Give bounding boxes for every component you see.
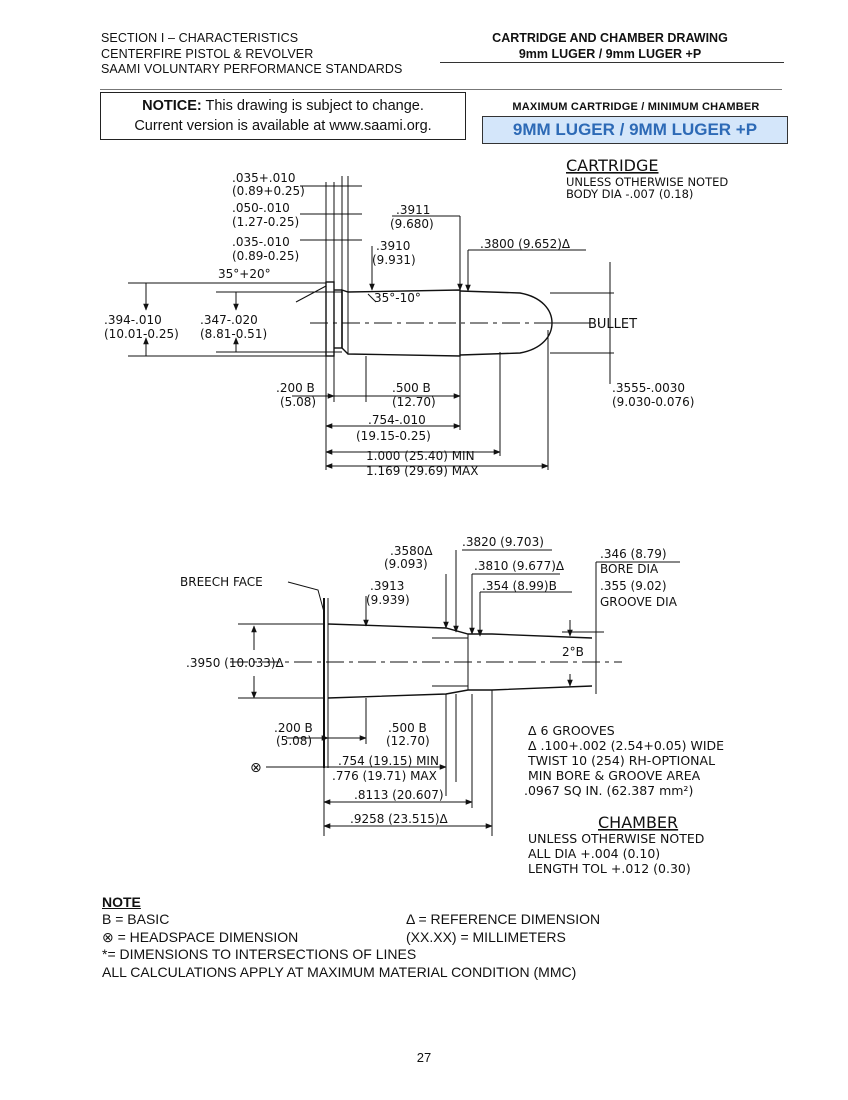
note-basic: B = BASIC [102,911,170,927]
dim-mouth-dia: .3800 (9.652)Δ [480,237,571,251]
dim-rim-thickness-mm: (0.89+0.25) [232,184,305,198]
dim-bevel-mm: (0.89-0.25) [232,249,299,263]
cartridge-labels: CARTRIDGE UNLESS OTHERWISE NOTED BODY DI… [104,156,728,478]
header-left: SECTION I – CHARACTERISTICS CENTERFIRE P… [101,31,402,78]
notice-label: NOTICE: [142,98,202,114]
dim-200b: .200 B [276,381,315,395]
header-rule [440,62,784,63]
chamber-top-wall [327,623,593,639]
header-section-line: SECTION I – CHARACTERISTICS [101,31,299,45]
rifling-line-5: .0967 SQ IN. (62.387 mm²) [524,783,693,798]
cartridge-title: CARTRIDGE [566,156,659,175]
cartridge-drawing [128,176,614,470]
dim-3820: .3820 (9.703) [462,535,544,549]
chamber-note-1: UNLESS OTHERWISE NOTED [528,831,704,846]
header-right: CARTRIDGE AND CHAMBER DRAWING 9mm LUGER … [440,31,780,62]
groove-dia-label: GROOVE DIA [600,595,678,609]
dim-case-length: .754-.010 [368,413,426,427]
dim-headspace-max: .776 (19.71) MAX [332,769,437,783]
header-category-line: CENTERFIRE PISTOL & REVOLVER [101,46,314,61]
dim-oal-max: 1.169 (29.69) MAX [366,464,478,478]
dim-500b-mm: (12.70) [392,395,436,409]
breech-face-label: BREECH FACE [180,575,263,589]
rifling-line-1: Δ 6 GROOVES [528,723,615,738]
dim-extractor-width: .050-.010 [232,201,290,215]
chamber-title: CHAMBER [598,813,678,832]
dim-3950: .3950 (10.033)Δ [186,656,285,670]
note-intersections: *= DIMENSIONS TO INTERSECTIONS OF LINES [102,946,417,962]
dim-bevel: .035-.010 [232,235,290,249]
cartridge-note-2: BODY DIA -.007 (0.18) [566,187,693,201]
dim-extractor-width-mm: (1.27-0.25) [232,215,299,229]
chamber-drawing [230,549,680,836]
cartridge-rim [325,281,335,357]
dim-3580-mm: (9.093) [384,557,428,571]
dim-groove-dia-mm: (8.81-0.51) [200,327,267,341]
dim-500b: .500 B [392,381,431,395]
dim-body-dia-mm: (9.931) [372,253,416,267]
dim-3580: .3580Δ [390,544,433,558]
header-divider [100,89,782,90]
dim-8113: .8113 (20.607) [354,788,444,802]
dim-groove-dia: .347-.020 [200,313,258,327]
dim-rim-dia-mm: (10.01-0.25) [104,327,179,341]
dim-groove: .355 (9.02) [600,579,667,593]
page-number: 27 [416,1050,432,1065]
dim-354: .354 (8.99)B [482,579,557,593]
notes-title: NOTE [102,894,141,910]
dim-base-dia-mm: (9.680) [390,217,434,231]
rifling-line-3: TWIST 10 (254) RH-OPTIONAL [527,753,715,768]
chamber-labels: .3580Δ (9.093) .3820 (9.703) .3810 (9.67… [180,535,724,876]
note-mmc: ALL CALCULATIONS APPLY AT MAXIMUM MATERI… [102,964,577,980]
banner-title: 9MM LUGER / 9MM LUGER +P [482,116,788,144]
header-drawing-title: CARTRIDGE AND CHAMBER DRAWING [492,31,728,45]
bore-dia-label: BORE DIA [600,562,659,576]
dim-rim-thickness: .035+.010 [232,171,296,185]
banner-subtitle: MAXIMUM CARTRIDGE / MINIMUM CHAMBER [512,101,760,113]
header-drawing-subtitle: 9mm LUGER / 9mm LUGER +P [518,46,702,61]
chamber-bottom-wall [327,685,593,699]
notice-line2: Current version is available at www.saam… [134,118,432,134]
note-reference: Δ = REFERENCE DIMENSION [406,911,601,927]
dim-angle-1: 35°+20° [218,267,271,281]
dim-bullet-dia: .3555-.0030 [612,381,685,395]
headspace-symbol-icon: ⊗ [250,760,262,776]
note-headspace: ⊗ = HEADSPACE DIMENSION [102,929,299,945]
note-millimeters: (XX.XX) = MILLIMETERS [406,929,566,945]
dim-500b-mm: (12.70) [386,734,430,748]
cartridge-note-1: UNLESS OTHERWISE NOTED [566,175,728,189]
dim-case-length-mm: (19.15-0.25) [356,429,431,443]
dim-headspace-min: .754 (19.15) MIN [338,754,439,768]
dim-3913: .3913 [370,579,404,593]
rifling-line-4: MIN BORE & GROOVE AREA [528,768,701,783]
dim-oal-min: 1.000 (25.40) MIN [366,449,475,463]
dim-angle: 2°B [562,645,584,659]
bullet-label: BULLET [588,317,637,332]
dim-base-dia: .3911 [396,203,430,217]
notice-box: NOTICE: This drawing is subject to chang… [100,92,466,140]
notice-line1: This drawing is subject to change. [205,98,424,114]
dim-3913-mm: (9.939) [366,593,410,607]
dim-500b: .500 B [388,721,427,735]
dim-200b: .200 B [274,721,313,735]
dim-bullet-dia-mm: (9.030-0.076) [612,395,694,409]
dim-9258: .9258 (23.515)Δ [350,812,449,826]
dim-200b-mm: (5.08) [276,734,312,748]
chamber-note-2: ALL DIA +.004 (0.10) [528,846,660,861]
rifling-line-2: Δ .100+.002 (2.54+0.05) WIDE [528,738,724,753]
chamber-note-3: LENGTH TOL +.012 (0.30) [528,861,691,876]
header-standards-line: SAAMI VOLUNTARY PERFORMANCE STANDARDS [101,62,403,76]
dim-body-dia: .3910 [376,239,410,253]
dim-angle-2: 35°-10° [374,291,421,305]
dim-bore: .346 (8.79) [600,547,667,561]
dim-3810: .3810 (9.677)Δ [474,559,565,573]
dim-rim-dia: .394-.010 [104,313,162,327]
dim-200b-mm: (5.08) [280,395,316,409]
